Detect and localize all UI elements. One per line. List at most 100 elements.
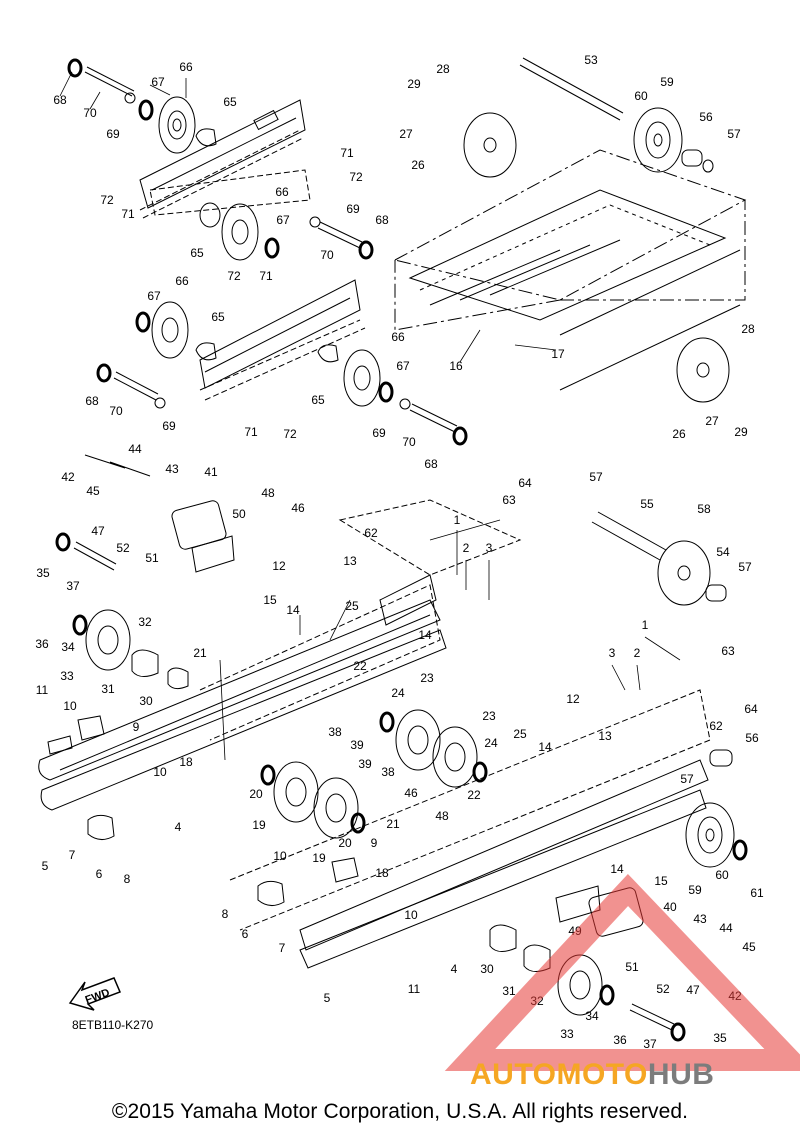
part-number-label-62: 62 bbox=[709, 719, 723, 733]
part-number-label-72: 72 bbox=[100, 193, 114, 207]
part-number-label-14: 14 bbox=[418, 628, 432, 642]
part-number-label-14: 14 bbox=[610, 862, 624, 876]
idler-wheel-66-d bbox=[343, 349, 381, 407]
collar-68-a bbox=[67, 58, 83, 78]
part-number-label-8: 8 bbox=[124, 872, 131, 886]
part-number-label-28: 28 bbox=[436, 62, 450, 76]
part-number-label-19: 19 bbox=[312, 851, 326, 865]
part-number-label-17: 17 bbox=[551, 347, 565, 361]
part-number-label-4: 4 bbox=[451, 962, 458, 976]
watermark-logo-triangle bbox=[444, 873, 800, 1071]
part-number-label-6: 6 bbox=[96, 867, 103, 881]
part-number-label-53: 53 bbox=[584, 53, 598, 67]
part-number-label-70: 70 bbox=[109, 404, 123, 418]
part-number-label-7: 7 bbox=[279, 941, 286, 955]
part-number-label-10: 10 bbox=[273, 849, 287, 863]
part-number-label-13: 13 bbox=[343, 554, 357, 568]
part-number-label-39: 39 bbox=[358, 757, 372, 771]
part-number-label-33: 33 bbox=[560, 1027, 574, 1041]
part-number-label-62: 62 bbox=[364, 526, 378, 540]
guide-6-a bbox=[87, 814, 115, 840]
upper-suspension-arm-2 bbox=[149, 169, 374, 261]
part-number-label-69: 69 bbox=[372, 426, 386, 440]
idler-wheel-23-a bbox=[395, 709, 441, 771]
spacer-56-a bbox=[681, 149, 703, 167]
part-number-label-69: 69 bbox=[346, 202, 360, 216]
leader-lines bbox=[59, 71, 681, 761]
part-number-label-27: 27 bbox=[705, 414, 719, 428]
idler-wheel-66-c bbox=[151, 301, 189, 359]
part-number-label-38: 38 bbox=[328, 725, 342, 739]
bearing-34-a bbox=[72, 614, 88, 636]
washer-57-a bbox=[702, 159, 714, 173]
part-number-label-40: 40 bbox=[663, 900, 677, 914]
collar-35 bbox=[55, 532, 71, 552]
part-number-label-23: 23 bbox=[420, 671, 434, 685]
part-number-label-50: 50 bbox=[232, 507, 246, 521]
part-number-label-66: 66 bbox=[275, 185, 289, 199]
upper-suspension-arm-1 bbox=[139, 99, 306, 219]
part-number-label-11: 11 bbox=[36, 683, 49, 697]
part-number-label-70: 70 bbox=[83, 106, 97, 120]
part-number-label-19: 19 bbox=[252, 818, 266, 832]
part-number-label-8: 8 bbox=[222, 907, 229, 921]
part-number-label-70: 70 bbox=[402, 435, 416, 449]
part-number-label-52: 52 bbox=[116, 541, 130, 555]
part-number-label-44: 44 bbox=[719, 921, 733, 935]
part-number-label-4: 4 bbox=[175, 820, 182, 834]
part-number-label-18: 18 bbox=[179, 755, 193, 769]
drive-track bbox=[393, 149, 747, 391]
part-number-label-66: 66 bbox=[391, 330, 405, 344]
rear-axle-55 bbox=[591, 511, 667, 561]
part-number-label-14: 14 bbox=[538, 740, 552, 754]
front-idler-33 bbox=[85, 609, 131, 671]
part-number-label-48: 48 bbox=[435, 809, 449, 823]
part-number-label-27: 27 bbox=[399, 127, 413, 141]
guide-6-b bbox=[257, 880, 285, 906]
part-number-label-16: 16 bbox=[449, 359, 463, 373]
part-number-label-31: 31 bbox=[502, 984, 516, 998]
bolt-70-d bbox=[409, 403, 458, 433]
part-number-label-48: 48 bbox=[261, 486, 275, 500]
part-number-label-14: 14 bbox=[286, 603, 300, 617]
idler-wheel-19-b bbox=[313, 777, 359, 839]
part-number-label-3: 3 bbox=[486, 541, 493, 555]
diagram-code: 8ETB110-K270 bbox=[72, 1018, 154, 1032]
bushing-65-b bbox=[199, 202, 221, 228]
part-number-label-9: 9 bbox=[133, 720, 140, 734]
part-number-label-64: 64 bbox=[518, 476, 532, 490]
rear-wheel-26-b bbox=[676, 337, 730, 403]
part-number-label-66: 66 bbox=[175, 274, 189, 288]
part-number-label-44: 44 bbox=[128, 442, 142, 456]
collar-68-d bbox=[452, 426, 468, 446]
part-number-label-71: 71 bbox=[340, 146, 354, 160]
part-number-label-65: 65 bbox=[223, 95, 237, 109]
part-number-label-10: 10 bbox=[63, 699, 77, 713]
part-number-label-10: 10 bbox=[153, 765, 167, 779]
part-number-label-54: 54 bbox=[716, 545, 730, 559]
part-number-label-5: 5 bbox=[42, 859, 49, 873]
part-number-label-35: 35 bbox=[36, 566, 50, 580]
bearing-24-a bbox=[379, 711, 395, 733]
part-number-label-57: 57 bbox=[727, 127, 741, 141]
bolt-37-b bbox=[629, 1003, 675, 1031]
part-number-label-57: 57 bbox=[589, 470, 603, 484]
part-number-label-70: 70 bbox=[320, 248, 334, 262]
part-number-label-67: 67 bbox=[276, 213, 290, 227]
part-number-label-2: 2 bbox=[463, 541, 470, 555]
fwd-arrow-icon: FWD bbox=[68, 977, 121, 1011]
part-number-label-46: 46 bbox=[291, 501, 305, 515]
part-number-label-35: 35 bbox=[713, 1031, 727, 1045]
part-number-label-60: 60 bbox=[715, 868, 729, 882]
collar-65-d bbox=[317, 344, 339, 363]
part-number-label-43: 43 bbox=[693, 912, 707, 926]
part-number-label-71: 71 bbox=[244, 425, 258, 439]
part-number-label-31: 31 bbox=[101, 682, 115, 696]
rear-axle-53 bbox=[519, 57, 624, 121]
rear-wheel-59-a bbox=[633, 107, 683, 173]
part-number-label-34: 34 bbox=[61, 640, 75, 654]
part-number-label-64: 64 bbox=[744, 702, 758, 716]
part-number-label-33: 33 bbox=[60, 669, 74, 683]
bearing-67-c bbox=[135, 311, 151, 333]
